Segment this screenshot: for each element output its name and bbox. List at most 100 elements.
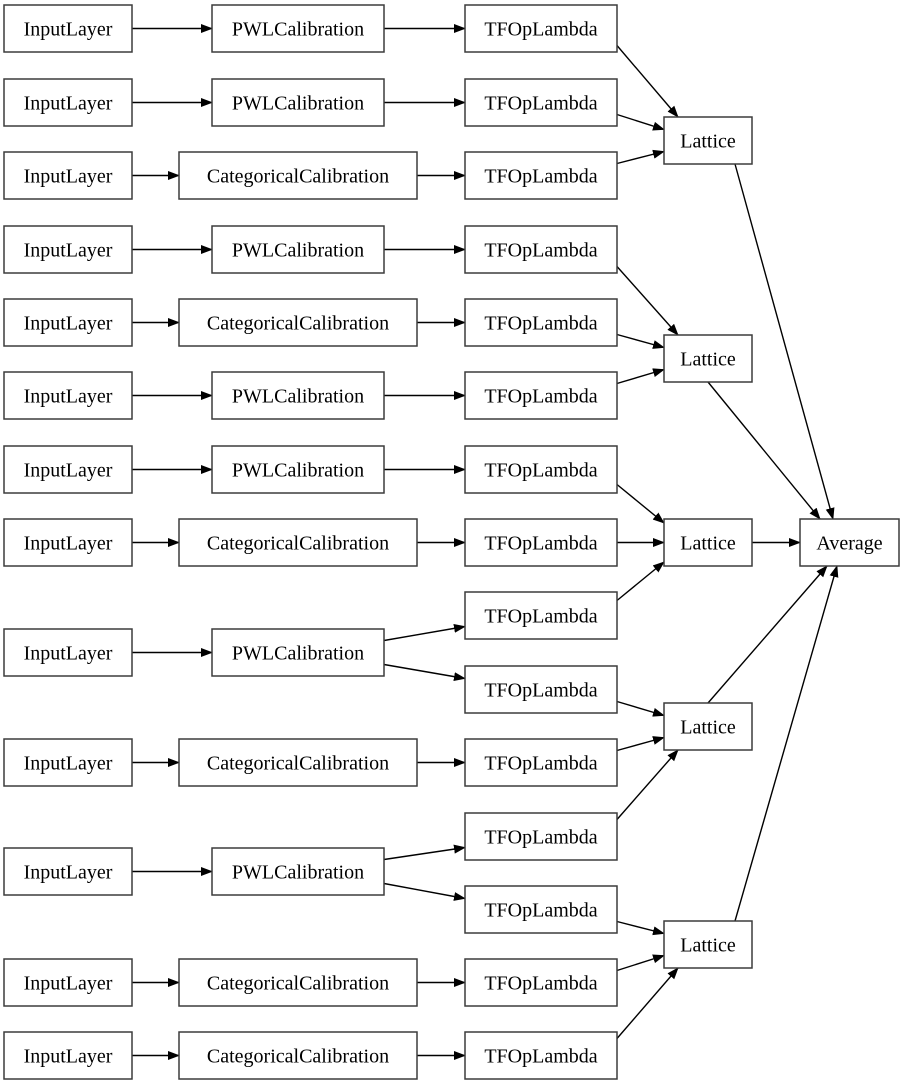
- node-box-tf14: [464, 958, 618, 1007]
- node-label-in6: InputLayer: [24, 386, 113, 408]
- node-box-pwl2: [211, 78, 385, 127]
- edge-tf14-lat5: [616, 954, 665, 972]
- node-box-in11: [3, 738, 133, 787]
- edge-tf7-lat3: [616, 483, 665, 524]
- node-tf14: TFOpLambda: [464, 958, 618, 1007]
- node-lat4: Lattice: [663, 702, 753, 751]
- node-label-in11: InputLayer: [24, 753, 113, 775]
- node-in1: InputLayer: [3, 4, 133, 53]
- node-box-lat2: [663, 334, 753, 383]
- node-box-avg: [799, 518, 900, 567]
- node-label-in2: InputLayer: [24, 93, 113, 115]
- edge-tf5-lat2: [616, 333, 665, 349]
- edge-tf12b-lat5: [616, 920, 665, 936]
- node-label-pwl12: PWLCalibration: [232, 862, 364, 884]
- node-label-in15: InputLayer: [24, 1046, 113, 1068]
- node-pwl2: PWLCalibration: [211, 78, 385, 127]
- node-label-tf12b: TFOpLambda: [484, 900, 597, 922]
- node-label-in5: InputLayer: [24, 313, 113, 335]
- node-box-tf15: [464, 1031, 618, 1080]
- node-cat11: CategoricalCalibration: [178, 738, 418, 787]
- edge-lat5-avg: [734, 565, 839, 922]
- node-cat5: CategoricalCalibration: [178, 298, 418, 347]
- node-box-tf8: [464, 518, 618, 567]
- node-cat8: CategoricalCalibration: [178, 518, 418, 567]
- edge-lat4-avg: [707, 565, 828, 704]
- node-box-tf12a: [464, 812, 618, 861]
- node-box-tf2: [464, 78, 618, 127]
- edge-tf9b-lat4: [616, 700, 665, 717]
- node-label-tf7: TFOpLambda: [484, 460, 597, 482]
- edge-tf6-lat2: [616, 368, 665, 385]
- node-tf9b: TFOpLambda: [464, 665, 618, 714]
- node-label-tf4: TFOpLambda: [484, 240, 597, 262]
- node-tf12a: TFOpLambda: [464, 812, 618, 861]
- node-label-in3: InputLayer: [24, 166, 113, 188]
- node-pwl12: PWLCalibration: [211, 847, 385, 896]
- node-box-in15: [3, 1031, 133, 1080]
- edge-tf15-lat5: [616, 967, 679, 1039]
- node-label-tf2: TFOpLambda: [484, 93, 597, 115]
- node-tf15: TFOpLambda: [464, 1031, 618, 1080]
- node-box-tf3: [464, 151, 618, 200]
- node-avg: Average: [799, 518, 900, 567]
- node-label-pwl1: PWLCalibration: [232, 19, 364, 41]
- node-box-cat8: [178, 518, 418, 567]
- node-label-in7: InputLayer: [24, 460, 113, 482]
- node-box-pwl12: [211, 847, 385, 896]
- node-label-pwl2: PWLCalibration: [232, 93, 364, 115]
- node-tf4: TFOpLambda: [464, 225, 618, 274]
- node-tf5: TFOpLambda: [464, 298, 618, 347]
- node-label-cat11: CategoricalCalibration: [207, 753, 389, 775]
- node-in8: InputLayer: [3, 518, 133, 567]
- node-in7: InputLayer: [3, 445, 133, 494]
- node-box-tf1: [464, 4, 618, 53]
- node-label-tf6: TFOpLambda: [484, 386, 597, 408]
- node-label-pwl9: PWLCalibration: [232, 643, 364, 665]
- node-tf3: TFOpLambda: [464, 151, 618, 200]
- node-tf6: TFOpLambda: [464, 371, 618, 420]
- node-box-tf9b: [464, 665, 618, 714]
- node-box-tf9a: [464, 591, 618, 640]
- node-box-in9: [3, 628, 133, 677]
- node-label-pwl4: PWLCalibration: [232, 240, 364, 262]
- node-tf7: TFOpLambda: [464, 445, 618, 494]
- node-label-in14: InputLayer: [24, 973, 113, 995]
- node-pwl6: PWLCalibration: [211, 371, 385, 420]
- node-label-cat3: CategoricalCalibration: [207, 166, 389, 188]
- node-box-tf11: [464, 738, 618, 787]
- node-box-tf12b: [464, 885, 618, 934]
- node-box-tf6: [464, 371, 618, 420]
- node-box-in1: [3, 4, 133, 53]
- node-box-in14: [3, 958, 133, 1007]
- node-in12: InputLayer: [3, 847, 133, 896]
- edge-lat1-avg: [734, 163, 835, 520]
- node-pwl9: PWLCalibration: [211, 628, 385, 677]
- node-in14: InputLayer: [3, 958, 133, 1007]
- node-lat1: Lattice: [663, 116, 753, 165]
- node-label-in8: InputLayer: [24, 533, 113, 555]
- node-box-cat5: [178, 298, 418, 347]
- node-label-cat5: CategoricalCalibration: [207, 313, 389, 335]
- node-label-cat8: CategoricalCalibration: [207, 533, 389, 555]
- node-label-cat15: CategoricalCalibration: [207, 1046, 389, 1068]
- edge-tf3-lat1: [616, 149, 665, 165]
- edge-tf12a-lat4: [616, 749, 679, 820]
- node-label-pwl7: PWLCalibration: [232, 460, 364, 482]
- node-box-in2: [3, 78, 133, 127]
- edge-pwl12-tf12b: [383, 882, 466, 901]
- node-box-in4: [3, 225, 133, 274]
- node-label-pwl6: PWLCalibration: [232, 386, 364, 408]
- node-label-in4: InputLayer: [24, 240, 113, 262]
- node-lat2: Lattice: [663, 334, 753, 383]
- node-box-pwl4: [211, 225, 385, 274]
- node-label-lat5: Lattice: [680, 935, 736, 957]
- edge-tf1-lat1: [616, 45, 679, 118]
- node-label-in9: InputLayer: [24, 643, 113, 665]
- edge-tf11-lat4: [616, 736, 665, 752]
- node-box-tf4: [464, 225, 618, 274]
- node-label-lat4: Lattice: [680, 717, 736, 739]
- node-label-tf9b: TFOpLambda: [484, 680, 597, 702]
- node-label-tf1: TFOpLambda: [484, 19, 597, 41]
